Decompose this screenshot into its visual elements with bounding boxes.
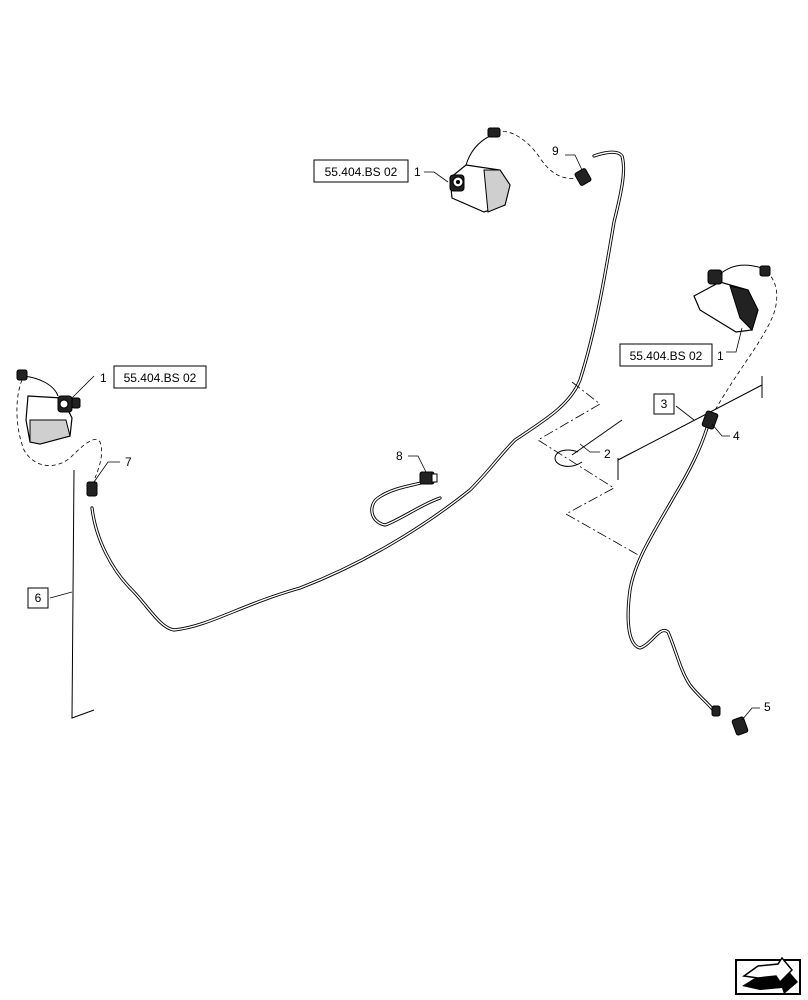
next-page-arrow-icon[interactable]: [735, 956, 801, 995]
left-work-lamp: [16, 369, 81, 445]
main-harness-wire: [90, 150, 626, 632]
callout-8: 8: [396, 449, 403, 463]
top-work-lamp: [449, 127, 511, 213]
right-harness-wire: [626, 426, 718, 716]
wire-end-cap: [711, 705, 721, 717]
dashed-link-left-lamp: [16, 379, 103, 479]
callout-box-6: 6: [27, 587, 49, 609]
callout-6: 6: [35, 591, 42, 605]
leader-top-lamp: [424, 171, 449, 183]
reference-box-top-lamp: 55.404.BS 02: [313, 159, 409, 183]
reference-text-right-lamp: 55.404.BS 02: [630, 349, 703, 363]
leader-item-3: [675, 405, 695, 421]
reference-box-right-lamp: 55.404.BS 02: [619, 343, 713, 367]
callout-1-top: 1: [414, 165, 421, 179]
callout-3: 3: [661, 397, 668, 411]
callout-box-3: 3: [653, 393, 675, 415]
leader-item-8: [408, 455, 427, 473]
boundary-line-center: [537, 381, 641, 557]
bracket-line-3: [617, 376, 763, 480]
callout-4: 4: [733, 429, 740, 443]
callout-1-left: 1: [100, 371, 107, 385]
right-work-lamp: [693, 264, 771, 333]
connector-item-7: [86, 481, 98, 497]
leader-item-9: [565, 154, 583, 171]
branch-wire-to-connector-8: [370, 480, 442, 527]
callout-9: 9: [552, 144, 559, 158]
callout-7: 7: [125, 455, 132, 469]
connector-item-8: [419, 471, 438, 485]
reference-text-left-lamp: 55.404.BS 02: [124, 371, 197, 385]
leader-item-4: [711, 423, 730, 437]
bracket-line-6: [71, 469, 95, 719]
reference-text-top-lamp: 55.404.BS 02: [325, 165, 398, 179]
callout-5: 5: [764, 700, 771, 714]
reference-box-left-lamp: 55.404.BS 02: [113, 365, 207, 389]
connector-item-4: [701, 410, 719, 430]
leader-item-2: [579, 443, 600, 453]
leader-right-lamp: [726, 327, 743, 353]
callout-2: 2: [604, 447, 611, 461]
leader-item-7: [93, 461, 120, 483]
connector-item-5: [731, 716, 749, 736]
connector-item-9: [574, 168, 592, 186]
dashed-link-right-lamp: [713, 271, 778, 413]
leader-item-5: [741, 707, 760, 721]
leader-left-lamp: [71, 375, 95, 399]
clip-item-2: [554, 419, 623, 467]
callout-1-right: 1: [717, 349, 724, 363]
leader-item-6: [49, 591, 73, 599]
